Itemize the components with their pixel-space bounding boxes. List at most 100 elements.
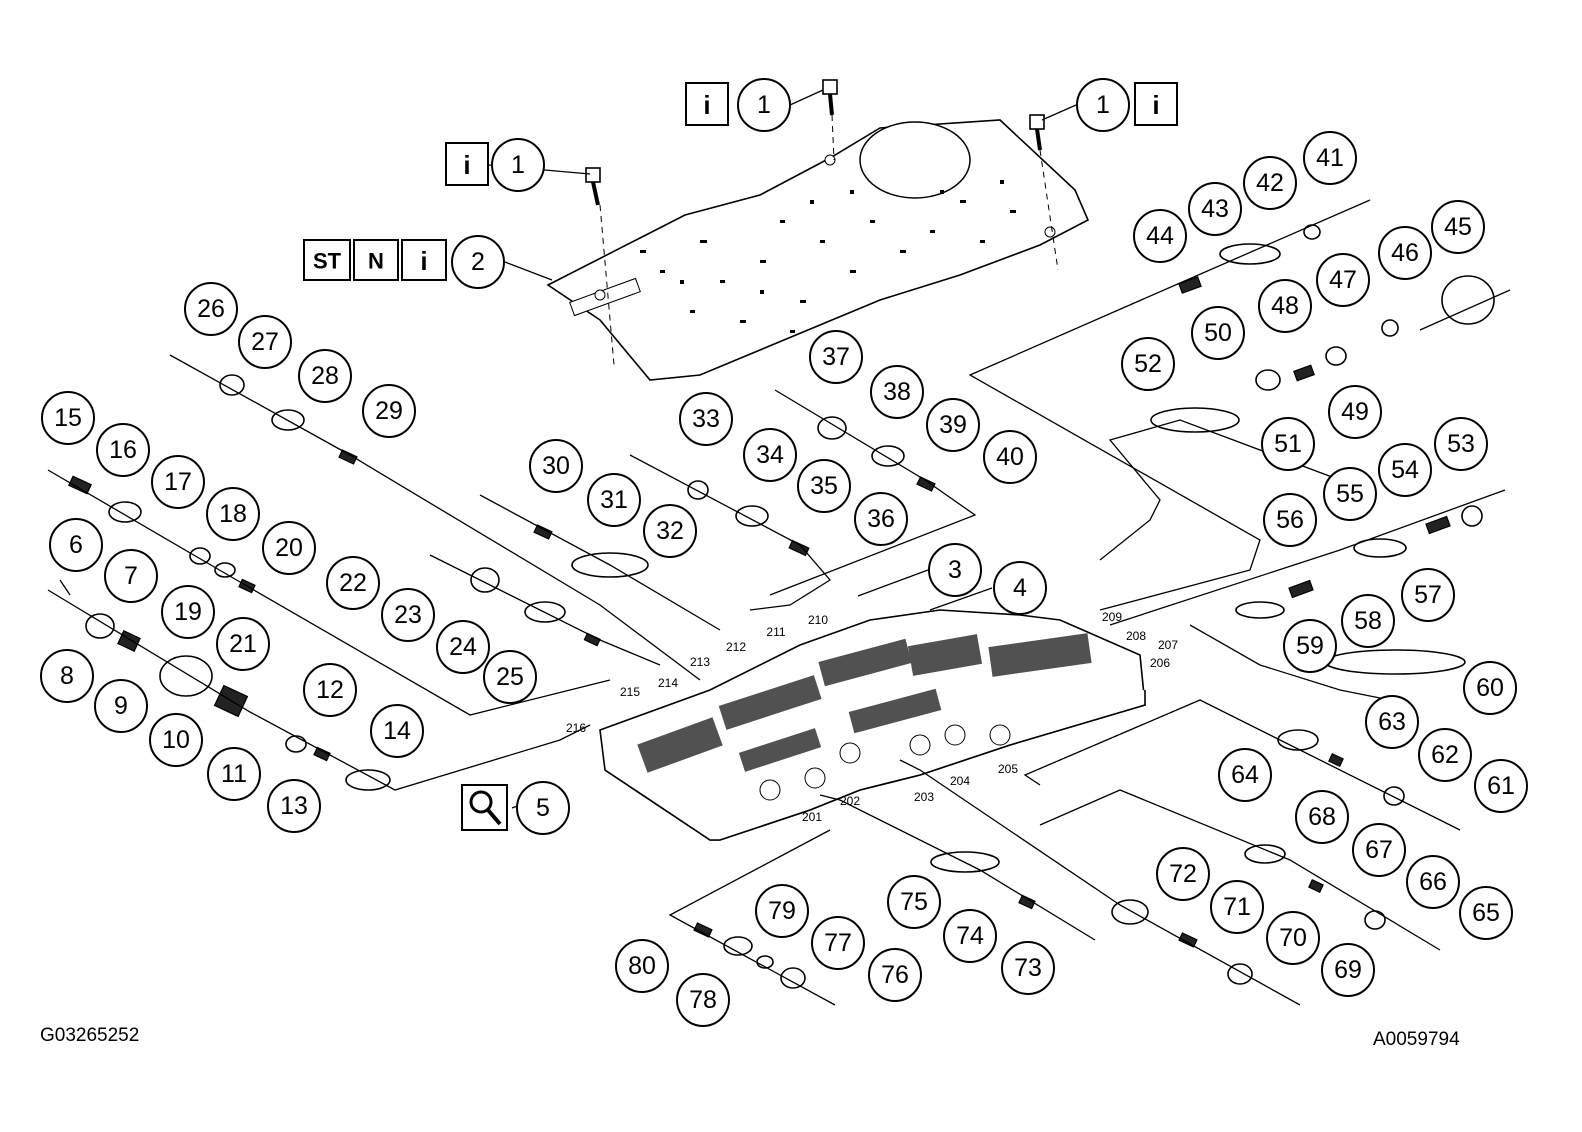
svg-text:70: 70	[1279, 924, 1307, 952]
callout-41: 41	[1303, 131, 1357, 185]
port-213: 213	[690, 655, 710, 669]
new-part-icon: N	[353, 239, 399, 281]
leader-lines	[47, 89, 1511, 1006]
callout-36: 36	[854, 492, 908, 546]
callout-6: 6	[49, 518, 103, 572]
svg-text:61: 61	[1487, 772, 1515, 800]
callout-24: 24	[436, 620, 490, 674]
callout-25: 25	[483, 650, 537, 704]
callout-58: 58	[1341, 594, 1395, 648]
callout-75: 75	[887, 875, 941, 929]
svg-text:3: 3	[948, 556, 962, 584]
special-tool-icon: ST	[303, 239, 351, 281]
svg-text:76: 76	[881, 961, 909, 989]
svg-text:51: 51	[1274, 430, 1302, 458]
port-211: 211	[766, 625, 785, 639]
svg-text:6: 6	[69, 531, 83, 559]
callout-63: 63	[1365, 695, 1419, 749]
callout-14: 14	[370, 704, 424, 758]
callout-67: 67	[1352, 823, 1406, 877]
port-206: 206	[1150, 656, 1170, 670]
callout-49: 49	[1328, 385, 1382, 439]
info-icon: i	[401, 239, 447, 281]
svg-text:65: 65	[1472, 899, 1500, 927]
svg-text:32: 32	[656, 517, 684, 545]
svg-text:40: 40	[996, 443, 1024, 471]
callout-57: 57	[1401, 568, 1455, 622]
callout-7: 7	[104, 549, 158, 603]
callout-27: 27	[238, 315, 292, 369]
port-201: 201	[802, 810, 822, 824]
callout-18: 18	[206, 487, 260, 541]
svg-text:22: 22	[339, 569, 367, 597]
callout-16: 16	[96, 423, 150, 477]
callout-4: 4	[993, 561, 1047, 615]
port-207: 207	[1158, 638, 1178, 652]
callout-13: 13	[267, 779, 321, 833]
callout-32: 32	[643, 504, 697, 558]
svg-text:2: 2	[471, 248, 485, 276]
callout-23: 23	[381, 588, 435, 642]
port-208: 208	[1126, 629, 1146, 643]
port-215: 215	[620, 685, 640, 699]
svg-text:39: 39	[939, 411, 967, 439]
callout-40: 40	[983, 430, 1037, 484]
callout-68: 68	[1295, 790, 1349, 844]
svg-text:9: 9	[114, 692, 128, 720]
svg-text:68: 68	[1308, 803, 1336, 831]
callout-80: 80	[615, 939, 669, 993]
svg-text:1: 1	[511, 151, 525, 179]
callout-22: 22	[326, 556, 380, 610]
svg-text:5: 5	[536, 794, 550, 822]
callout-42: 42	[1243, 156, 1297, 210]
svg-text:53: 53	[1447, 430, 1475, 458]
port-204: 204	[950, 774, 970, 788]
svg-text:16: 16	[109, 436, 137, 464]
callout-11: 11	[207, 747, 261, 801]
svg-text:66: 66	[1419, 868, 1447, 896]
callout-64: 64	[1218, 748, 1272, 802]
callout-61: 61	[1474, 759, 1528, 813]
svg-text:37: 37	[822, 343, 850, 371]
callout-76: 76	[868, 948, 922, 1002]
callout-34: 34	[743, 428, 797, 482]
svg-text:58: 58	[1354, 607, 1382, 635]
svg-text:49: 49	[1341, 398, 1369, 426]
callout-78: 78	[676, 973, 730, 1027]
svg-text:74: 74	[956, 922, 984, 950]
svg-text:26: 26	[197, 295, 225, 323]
svg-text:28: 28	[311, 362, 339, 390]
callout-38: 38	[870, 365, 924, 419]
svg-text:45: 45	[1444, 213, 1472, 241]
callout-30: 30	[529, 439, 583, 493]
info-icon: i	[1134, 82, 1178, 126]
figure-code-left: G03265252	[40, 1025, 140, 1046]
svg-text:18: 18	[219, 500, 247, 528]
svg-text:50: 50	[1204, 319, 1232, 347]
callout-50: 50	[1191, 306, 1245, 360]
callout-55: 55	[1323, 467, 1377, 521]
svg-text:57: 57	[1414, 581, 1442, 609]
svg-text:59: 59	[1296, 632, 1324, 660]
callout-37: 37	[809, 330, 863, 384]
info-icon: i	[685, 82, 729, 126]
callout-35: 35	[797, 459, 851, 513]
callout-15: 15	[41, 391, 95, 445]
svg-text:24: 24	[449, 633, 477, 661]
callout-10: 10	[149, 713, 203, 767]
figure-code-right: A0059794	[1373, 1029, 1460, 1050]
callout-21: 21	[216, 617, 270, 671]
callouts: 1 1 1 2 3 4 5 6 7 8 9 10 11 12 13 14 15 …	[40, 78, 1528, 1027]
callout-72: 72	[1156, 847, 1210, 901]
callout-43: 43	[1188, 182, 1242, 236]
callout-47: 47	[1316, 253, 1370, 307]
callout-33: 33	[679, 392, 733, 446]
svg-text:38: 38	[883, 378, 911, 406]
callout-60: 60	[1463, 661, 1517, 715]
svg-text:46: 46	[1391, 239, 1419, 267]
callout-2: 2	[451, 235, 505, 289]
port-203: 203	[914, 790, 934, 804]
svg-text:55: 55	[1336, 480, 1364, 508]
callout-53: 53	[1434, 417, 1488, 471]
svg-text:64: 64	[1231, 761, 1259, 789]
